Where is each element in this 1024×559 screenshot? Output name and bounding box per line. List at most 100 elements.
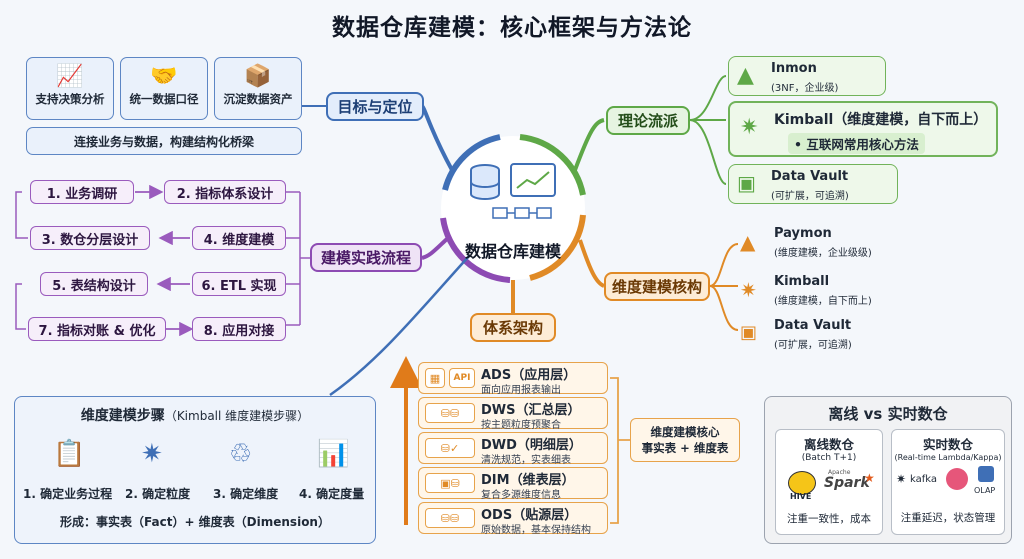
layer-desc: 面向应用报表输出 [481,385,561,396]
api-badge: API [449,368,475,388]
kimball-steps-heading: 维度建模步骤（Kimball 维度建模步骤） [15,405,375,425]
layer-desc: 原始数据，基本保持结构 [481,525,591,536]
layer-dws: ⛁⛁ DWS（汇总层） 按主题粒度预聚合 [418,397,608,431]
report-icon: ▦ [425,368,445,388]
kimball-step-2: 2. 确定粒度 [125,487,191,501]
hive-logo-text: HIVE [790,492,812,501]
offline-realtime-title: 离线 vs 实时数仓 [828,405,948,423]
practice-label: 建模实践流程 [310,243,422,272]
dim-core-box: 维度建模核心 事实表 + 维度表 [630,418,740,462]
offline-sub: (Batch T+1) [801,453,857,463]
kimball-step-4: 4. 确定度量 [299,487,365,501]
goal-card-decision: 📈 支持决策分析 [26,57,114,120]
center-hub: 数据仓库建模 [448,150,578,270]
theory-label: 理论流派 [606,106,690,135]
goal-card-asset: 📦 沉淀数据资产 [214,57,302,120]
handshake-icon: 🤝 [150,64,178,89]
core-line-2: 事实表 + 维度表 [641,441,729,455]
dimcore-item-desc: (可扩展，可追溯) [774,340,852,351]
goals-label: 目标与定位 [326,92,424,121]
kimball-steps-panel: 维度建模步骤（Kimball 维度建模步骤） 📋 ✷ ♲ 📊 1. 确定业务过程… [14,396,376,544]
database-stack-icon: ⛁⛁ [425,403,475,423]
network-icon: ✷ [740,115,759,140]
page-title: 数据仓库建模：核心框架与方法论 [332,15,692,41]
kafka-icon: ✷ [896,472,907,486]
safe-icon: ▣ [737,171,756,195]
realtime-sub: (Real-time Lambda/Kappa) [894,453,1002,462]
goal-footer: 连接业务与数据，构建结构化桥梁 [26,127,302,155]
theory-item-desc: (可扩展，可追溯) [771,191,849,202]
layer-desc: 按主题粒度预聚合 [481,420,561,431]
olap-logo-text: OLAP [974,486,996,495]
practice-step-4: 4. 维度建模 [192,226,286,250]
offline-note: 注重一致性，成本 [787,513,871,525]
practice-step-6: 6. ETL 实现 [192,272,286,296]
database-icon: ⛁⛁ [425,508,475,528]
pyramid-icon: ▲ [737,63,754,88]
offline-logos: HIVE Apache Spark ★ [776,463,882,505]
center-label: 数据仓库建模 [464,242,561,261]
dimcore-item-paymon: ▲ Paymon (维度建模，企业级级) [740,226,900,262]
goal-card-label: 支持决策分析 [35,92,105,106]
layer-desc: 复合多源维度信息 [481,490,561,501]
dimcore-item-desc: (维度建模，企业级级) [774,248,872,259]
offline-title: 离线数仓 [803,437,854,452]
database-chart-icon [470,163,556,219]
practice-step-8: 8. 应用对接 [192,317,286,341]
layer-dim: ▣⛁ DIM（维表层） 复合多源维度信息 [418,467,608,501]
database-check-icon: ⛁✓ [425,438,475,458]
arch-label: 体系架构 [470,313,556,342]
spark-logo-text: Spark [824,475,870,491]
safe-icon: ▣ [740,322,758,343]
layer-name: DWD（明细层） [481,438,582,453]
goal-card-unify: 🤝 统一数据口径 [120,57,208,120]
spark-logo-apache: Apache [828,469,851,476]
dimcore-item-datavault: ▣ Data Vault (可扩展，可追溯) [740,318,900,354]
offline-realtime-panel: 离线 vs 实时数仓 离线数仓 (Batch T+1) HIVE Apache … [764,396,1012,544]
core-line-1: 维度建模核心 [650,425,720,439]
layer-name: ADS（应用层） [481,368,577,383]
dimcore-item-name: Kimball [774,274,830,289]
cube-icon: ▣⛁ [425,473,475,493]
theory-item-name: Kimball（维度建模，自下而上） [774,112,988,128]
goal-card-label: 统一数据口径 [129,92,199,106]
practice-step-7: 7. 指标对账 & 优化 [28,317,166,341]
goals-section: 📈 支持决策分析 🤝 统一数据口径 📦 沉淀数据资产 连接业务与数据，构建结构化… [26,57,302,157]
layer-name: DWS（汇总层） [481,403,581,418]
treasure-chest-icon: 📦 [244,64,272,89]
theory-item-desc: • 互联网常用核心方法 [788,133,925,154]
offline-card: 离线数仓 (Batch T+1) HIVE Apache Spark ★ 注重一… [775,429,883,535]
layer-name: ODS（贴源层） [481,508,578,523]
layer-dwd: ⛁✓ DWD（明细层） 清洗规范，实表细表 [418,432,608,466]
practice-step-5: 5. 表结构设计 [40,272,148,296]
practice-step-2: 2. 指标体系设计 [164,180,286,204]
kimball-steps-subtitle: （Kimball 维度建模步骤） [164,409,310,423]
database-icon [978,466,994,482]
dimcore-label: 维度建模核构 [604,272,710,301]
dimcore-item-name: Data Vault [774,318,852,333]
presentation-chart-icon: 📈 [56,64,84,89]
theory-item-name: Inmon [771,61,817,76]
cycle-nodes-icon: ♲ [229,439,253,469]
realtime-logos: ✷ kafka OLAP [892,462,1004,504]
kimball-step-3: 3. 确定维度 [213,487,279,501]
theory-item-inmon: ▲ Inmon (3NF，企业级) [728,56,886,96]
realtime-note: 注重延迟，状态管理 [900,512,996,524]
dimcore-item-desc: (维度建模，自下而上) [774,296,872,307]
theory-item-name: Data Vault [771,169,849,184]
goal-card-label: 沉淀数据资产 [223,92,293,106]
layer-desc: 清洗规范，实表细表 [481,455,571,466]
theory-item-desc: (3NF，企业级) [771,83,839,94]
flink-squirrel-icon [946,468,968,490]
practice-step-3: 3. 数仓分层设计 [30,226,150,250]
kafka-logo-text: kafka [910,474,938,485]
spark-star-icon: ★ [864,471,875,485]
clipboard-calendar-icon: 📋 [53,439,86,469]
theory-item-datavault: ▣ Data Vault (可扩展，可追溯) [728,164,898,204]
kimball-steps-title: 维度建模步骤 [80,408,165,424]
realtime-card: 实时数仓 (Real-time Lambda/Kappa) ✷ kafka OL… [891,429,1005,535]
graph-nodes-icon: ✷ [141,439,163,469]
realtime-title: 实时数仓 [922,437,973,452]
practice-step-1: 1. 业务调研 [30,180,134,204]
layer-ads: ▦ API ADS（应用层） 面向应用报表输出 [418,362,608,396]
